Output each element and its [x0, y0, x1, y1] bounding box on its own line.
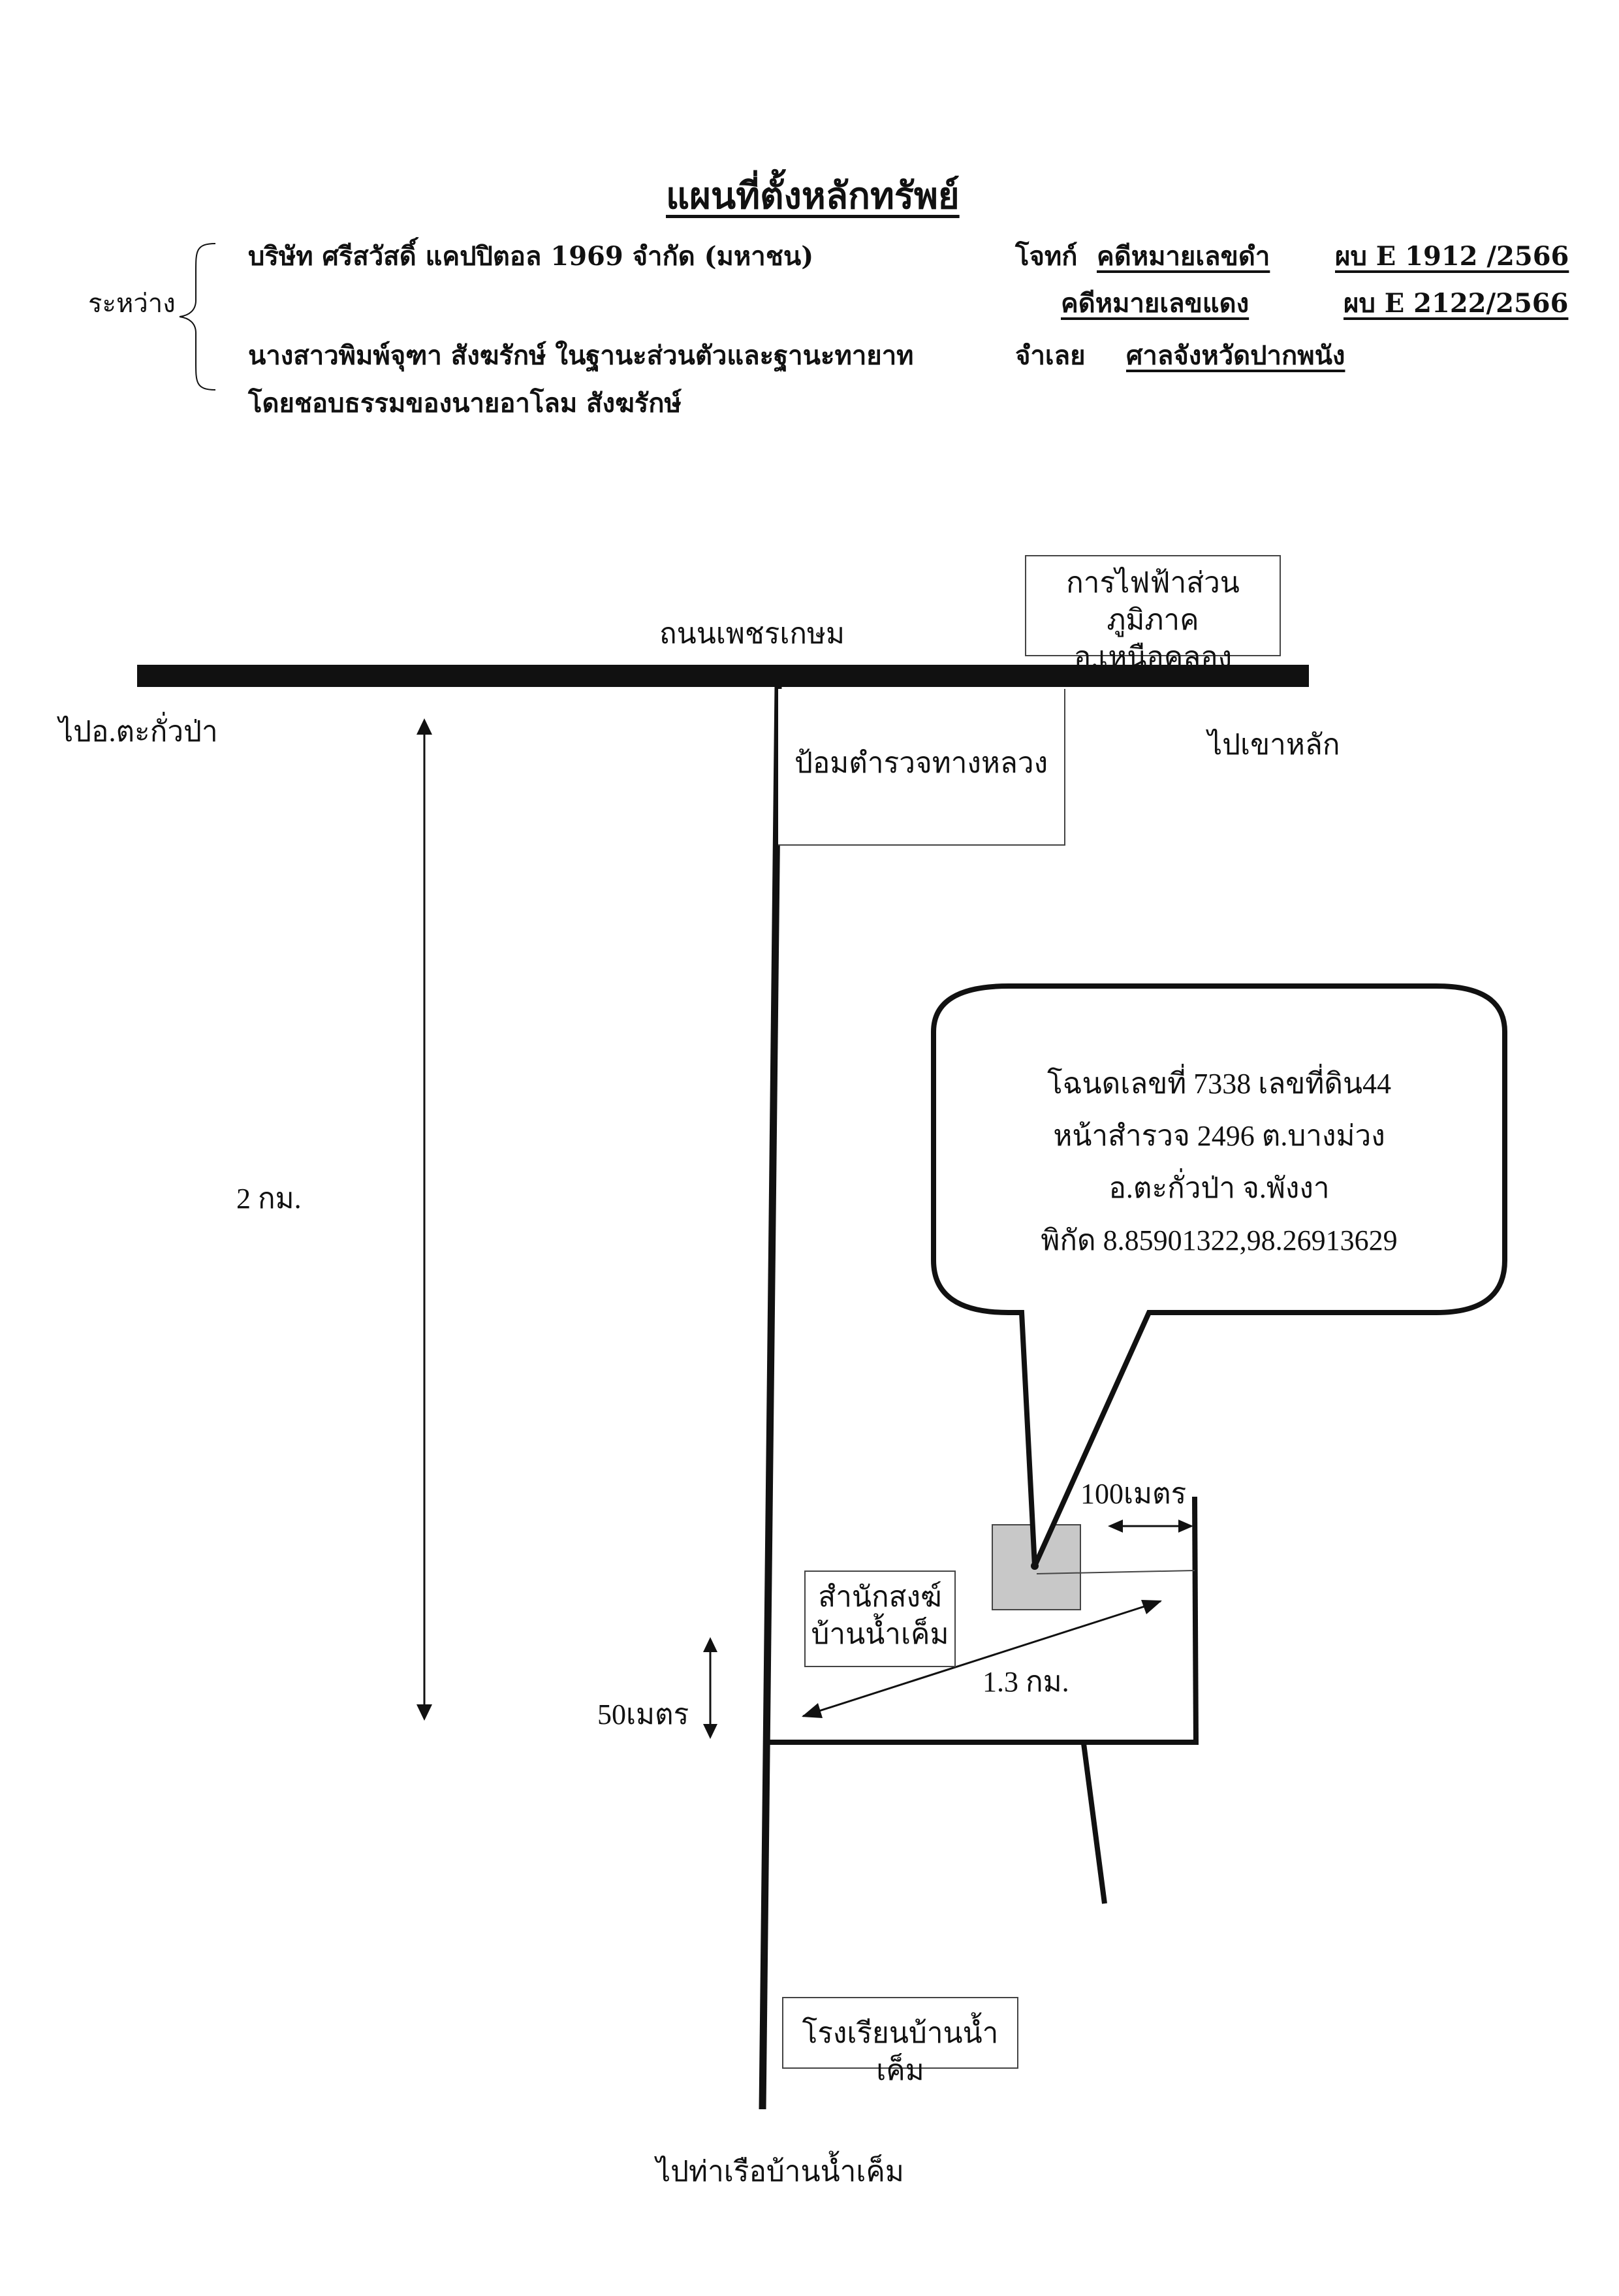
- black-case-label: คดีหมายเลขดำ: [1097, 241, 1270, 272]
- district-province-line: อ.ตะกั่วป่า จ.พังงา: [1108, 1172, 1330, 1204]
- lane-south: [1081, 1743, 1107, 1904]
- distance-2km-label: 2 กม.: [236, 1183, 302, 1215]
- school-label: โรงเรียนบ้านน้ำเค็ม: [802, 2017, 999, 2087]
- defendant-name: นางสาวพิมพ์จุฑา สังฆรักษ์ ในฐานะส่วนตัวแ…: [248, 340, 914, 371]
- access-lane: [1192, 1496, 1199, 1746]
- black-case-number: ผบ E 1912 /2566: [1335, 241, 1569, 272]
- electricity-office-line1: การไฟฟ้าส่วนภูมิภาค: [1066, 567, 1240, 637]
- plot-pin-icon: [1031, 1562, 1039, 1570]
- defendant-heir-line: โดยชอบธรรมของนายอาโลม สังฆรักษ์: [248, 388, 682, 419]
- temple-box: สำนักสงฆ์ บ้านน้ำเค็ม: [804, 1571, 956, 1667]
- distance-1-3km-label: 1.3 กม.: [982, 1666, 1069, 1698]
- distance-100m-label: 100เมตร: [1080, 1478, 1187, 1510]
- side-road: [759, 685, 782, 2110]
- electricity-office-line2: อ.เหนือคลอง: [1073, 641, 1233, 674]
- direction-right-label: ไปเขาหลัก: [1208, 729, 1340, 761]
- direction-left-label: ไปอ.ตะกั่วป่า: [59, 716, 218, 748]
- plaintiff-name: บริษัท ศรีสวัสดิ์ แคปปิตอล 1969 จำกัด (ม…: [248, 241, 814, 272]
- distance-1-3km-arrow: [802, 1600, 1161, 1717]
- court-name: ศาลจังหวัดปากพนัง: [1126, 340, 1345, 371]
- brace-icon: [179, 243, 216, 391]
- distance-50m-label: 50เมตร: [597, 1698, 689, 1730]
- electricity-office-box: การไฟฟ้าส่วนภูมิภาค อ.เหนือคลอง: [1025, 555, 1281, 673]
- temple-line1: สำนักสงฆ์: [818, 1581, 942, 1613]
- direction-bottom-label: ไปท่าเรือบ้านน้ำเค็ม: [656, 2156, 904, 2188]
- deed-details: โฉนดเลขที่ 7338 เลขที่ดิน44 หน้าสำรวจ 24…: [940, 1058, 1498, 1267]
- main-road-label: ถนนเพชรเกษม: [659, 618, 845, 650]
- defendant-role: จำเลย: [1015, 340, 1086, 371]
- coordinates-line: พิกัด 8.85901322,98.26913629: [1041, 1224, 1398, 1256]
- police-box: ป้อมตำรวจทางหลวง: [778, 689, 1065, 846]
- red-case-label: คดีหมายเลขแดง: [1061, 288, 1250, 319]
- between-label: ระหว่าง: [88, 289, 176, 319]
- survey-page-line: หน้าสำรวจ 2496 ต.บางม่วง: [1053, 1120, 1385, 1152]
- temple-line2: บ้านน้ำเค็ม: [811, 1618, 949, 1651]
- school-box: โรงเรียนบ้านน้ำเค็ม: [782, 1997, 1018, 2086]
- police-box-label: ป้อมตำรวจทางหลวง: [794, 747, 1048, 779]
- red-case-number: ผบ E 2122/2566: [1344, 288, 1569, 319]
- deed-number-line: โฉนดเลขที่ 7338 เลขที่ดิน44: [1046, 1068, 1392, 1100]
- plaintiff-role: โจทก์: [1015, 241, 1078, 272]
- page-title: แผนที่ตั้งหลักทรัพย์: [666, 174, 960, 217]
